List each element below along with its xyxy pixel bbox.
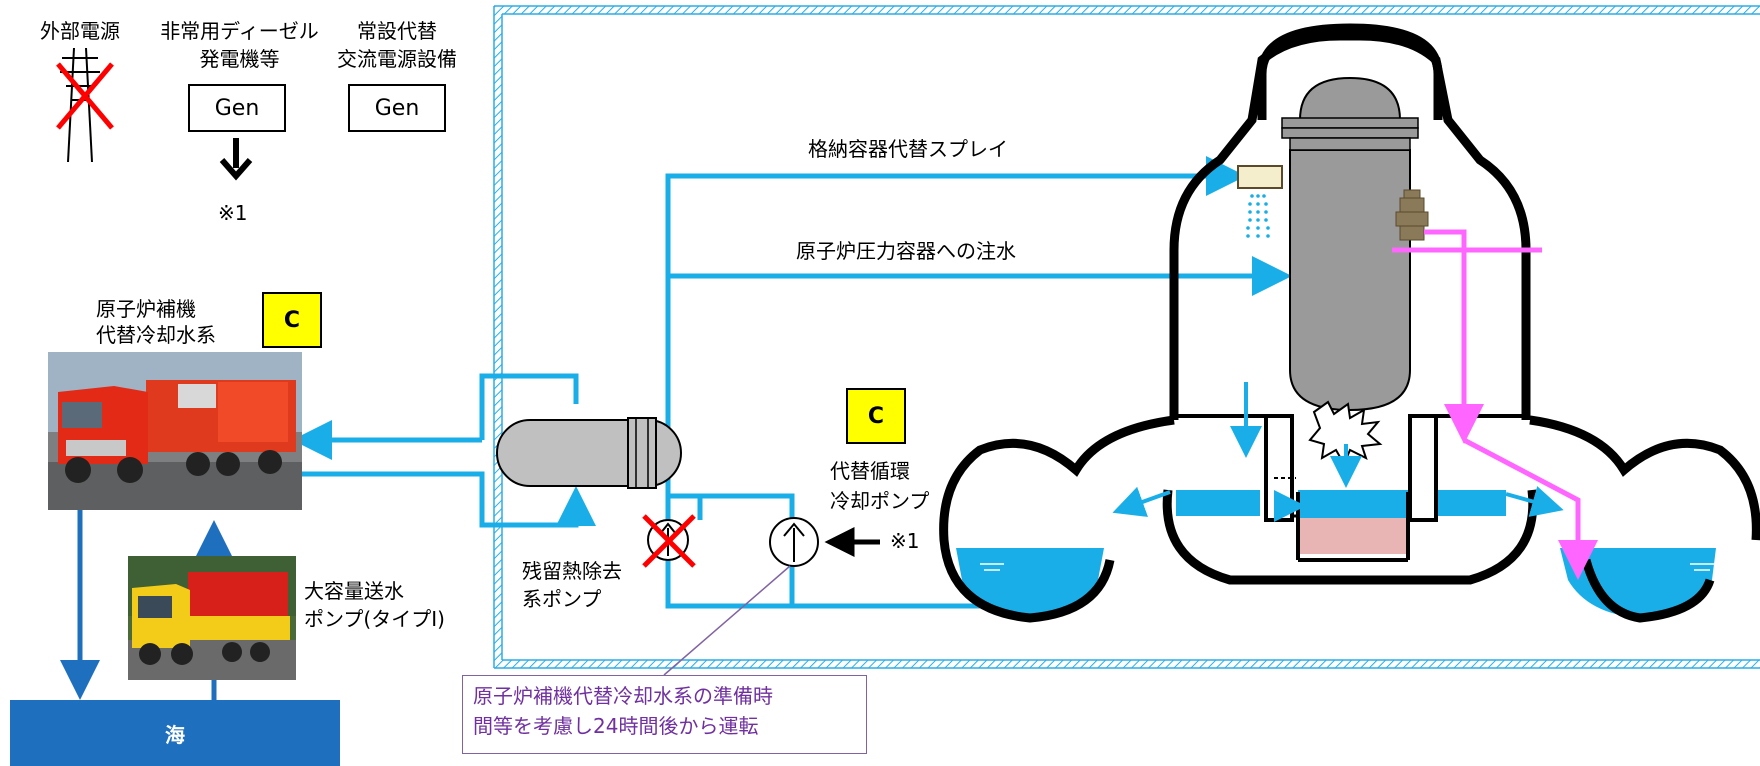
alt-pump-label-line1: 代替循環 xyxy=(830,459,910,483)
containment-spray-label: 格納容器代替スプレイ xyxy=(808,137,1008,161)
cooling-system-label-line1: 原子炉補機 xyxy=(96,297,196,321)
edg-label-line2: 発電機等 xyxy=(199,47,280,71)
rhr-pump-label-line1: 残留熱除去 xyxy=(522,559,622,583)
edg-label-line1: 非常用ディーゼル xyxy=(160,19,319,43)
alt-pump-note-mark: ※1 xyxy=(890,529,920,553)
cooling-system-label-line2: 代替冷却水系 xyxy=(96,323,216,347)
edg-generator-box: Gen xyxy=(188,84,286,132)
classification-badge: C xyxy=(262,292,322,348)
rhr-pump-label-line2: 系ポンプ xyxy=(522,587,602,611)
permanent-generator-box: Gen xyxy=(348,84,446,132)
pump-truck-photo xyxy=(128,556,296,680)
internal-flow-arrows xyxy=(1112,382,1564,522)
reactor-pressure-vessel xyxy=(1281,76,1419,467)
note-line2: 間等を考慮し24時間後から運転 xyxy=(473,714,759,738)
edg-note-mark: ※1 xyxy=(218,201,248,225)
reactor-building-boundary xyxy=(493,5,1760,669)
safety-relief-valve-icon xyxy=(1395,189,1429,241)
heat-exchanger xyxy=(496,417,682,489)
cooling-truck-image xyxy=(48,352,302,510)
classification-badge-pump: C xyxy=(846,388,906,444)
note-line1: 原子炉補機代替冷却水系の準備時 xyxy=(473,684,773,708)
steam-discharge-line xyxy=(1392,229,1598,580)
failure-x-icon xyxy=(56,62,114,130)
edg-gen-text: Gen xyxy=(214,95,260,121)
badge-text: C xyxy=(283,307,301,333)
cooling-truck-photo xyxy=(48,352,302,510)
rhr-failure-x-icon xyxy=(642,514,696,568)
permanent-gen-text: Gen xyxy=(374,95,420,121)
spray-nozzle-icon xyxy=(1237,165,1283,238)
operation-note-callout: 原子炉補機代替冷却水系の準備時 間等を考慮し24時間後から運転 xyxy=(462,675,867,754)
sea-label: 海 xyxy=(165,722,185,747)
sea-block: 海 xyxy=(10,700,340,766)
down-arrow-icon xyxy=(219,138,253,181)
permanent-ac-label-line1: 常設代替 xyxy=(357,19,437,43)
pump-label-line1: 大容量送水 xyxy=(304,579,404,603)
pump-truck-image xyxy=(128,556,296,680)
callout-leader-line xyxy=(663,565,791,676)
badge-pump-text: C xyxy=(867,403,885,429)
water-level-marks xyxy=(980,563,1714,571)
rpv-injection-label: 原子炉圧力容器への注水 xyxy=(796,239,1016,263)
alternate-circulation-pump-icon xyxy=(769,517,819,567)
permanent-ac-label-line2: 交流電源設備 xyxy=(337,47,457,71)
alt-pump-label-line2: 冷却ポンプ xyxy=(830,489,930,513)
pump-label-line2: ポンプ(タイプⅠ) xyxy=(304,607,445,631)
external-power-label: 外部電源 xyxy=(40,19,120,43)
